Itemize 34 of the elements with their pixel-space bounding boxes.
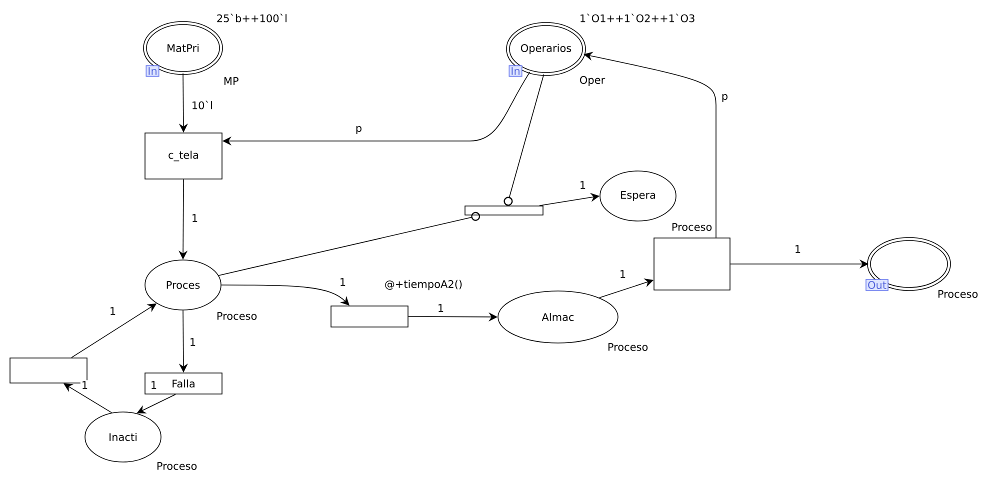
arrow: [64, 383, 112, 414]
transition-bar: [464, 206, 544, 216]
inhibitor-arc: [218, 212, 480, 276]
arc-inscription: 1: [618, 269, 628, 279]
initial-marking: 1`O1++1`O2++1`O3: [580, 14, 694, 22]
arc-inscription: 1: [338, 277, 348, 287]
port-tag: In: [146, 65, 160, 77]
colour-set-label: Oper: [580, 76, 606, 86]
arc-inscription: 1: [436, 303, 446, 313]
colour-set-label: MP: [224, 77, 238, 85]
colour-set-label: Proceso: [938, 290, 978, 298]
colour-set-label: Proceso: [672, 223, 712, 231]
arc-inscription: 1: [108, 306, 118, 316]
place-ellipse: [867, 237, 951, 291]
arc-inscription: p: [720, 92, 730, 104]
arc-inscription: 10`l: [190, 100, 214, 110]
arc-inscription: 1: [188, 337, 198, 347]
arc-inscription: 1: [190, 213, 200, 223]
arc-inscription: 1: [793, 244, 802, 254]
initial-marking: 25`b++100`l: [217, 14, 286, 22]
inhibitor-arc: [504, 74, 544, 206]
colour-set-label: Proceso: [608, 343, 648, 351]
arc-inscription: p: [354, 124, 364, 136]
arc-inscription: 1: [149, 380, 158, 390]
colour-set-label: Proceso: [157, 462, 197, 470]
arc-inscription: 1: [578, 180, 588, 190]
arc-inscription: 1: [80, 380, 90, 390]
port-tag: Out: [866, 279, 888, 291]
port-tag: In: [508, 65, 522, 77]
time-inscription: @+tiempoA2(): [385, 280, 462, 290]
transition-box: [654, 238, 730, 290]
transition-box: [330, 306, 408, 328]
colour-set-label: Proceso: [217, 312, 257, 320]
transition-box: c_tela: [144, 132, 222, 180]
